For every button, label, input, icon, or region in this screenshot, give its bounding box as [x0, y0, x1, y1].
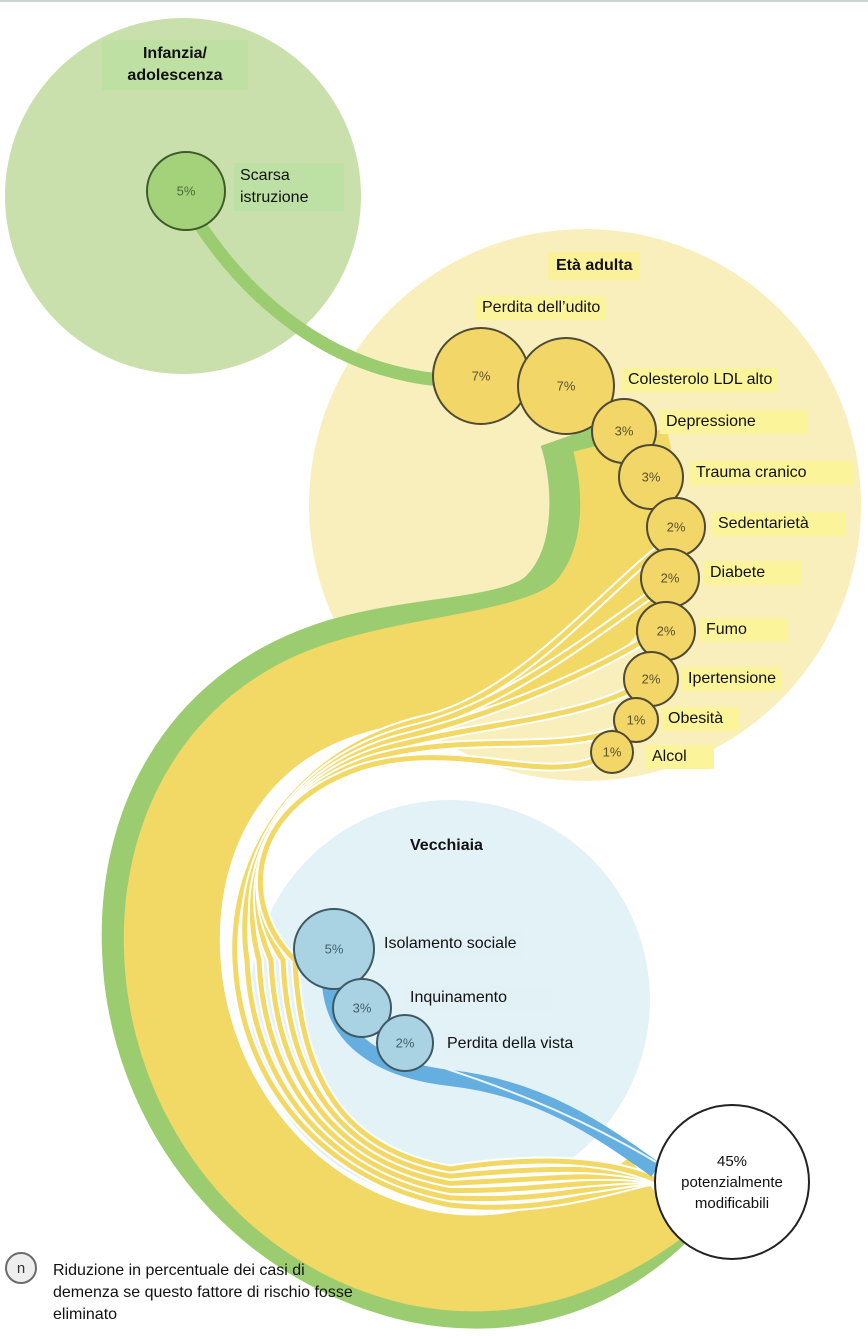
factor-label-obesita: Obesità — [662, 707, 740, 731]
factor-label-perdita-vista: Perdita della vista — [441, 1032, 580, 1056]
childhood-stage-title: Infanzia/ adolescenza — [102, 40, 248, 90]
factor-bubble-trauma-cranico — [618, 444, 684, 510]
factor-percent-fumo: 2% — [656, 623, 676, 639]
flow-band-old-age-split — [419, 1059, 657, 1163]
flow-bands — [101, 218, 690, 1329]
factor-percent-trauma-cranico: 3% — [641, 469, 661, 485]
factor-percent-isolamento-sociale: 5% — [324, 941, 344, 957]
factor-percent-depressione: 3% — [614, 423, 634, 439]
flow-band-childhood — [193, 218, 447, 387]
factor-label-inquinamento: Inquinamento — [404, 986, 552, 1010]
factor-bubble-alcol — [590, 730, 634, 774]
factor-label-diabete: Diabete — [704, 561, 802, 585]
total-modifiable-circle: 45% potenzialmente modificabili — [654, 1104, 810, 1260]
factor-bubbles — [146, 151, 706, 1072]
adult-stage-title: Età adulta — [548, 252, 641, 280]
factor-label-line1: Scarsa — [240, 167, 290, 184]
factor-label-trauma-cranico: Trauma cranico — [690, 461, 854, 485]
factor-percent-perdita-della-vista: 2% — [395, 1035, 415, 1051]
childhood-title-line2: adolescenza — [127, 67, 223, 84]
old-age-stage-title: Vecchiaia — [410, 837, 483, 854]
legend-text: Riduzione in percentuale dei casi di dem… — [53, 1262, 353, 1323]
childhood-title-line1: Infanzia/ — [142, 45, 207, 62]
factor-label-alcol: Alcol — [646, 745, 714, 769]
flow-strand-adult — [257, 717, 657, 1183]
factor-label-scarsa-istruzione: Scarsa istruzione — [234, 163, 344, 211]
factor-label-sedentarieta: Sedentarietà — [712, 512, 846, 536]
factor-label-depressione: Depressione — [660, 410, 808, 434]
factor-percent-inquinamento: 3% — [352, 1000, 372, 1016]
total-label-line2: potenzialmente — [681, 1173, 783, 1191]
flow-strand-adult — [255, 677, 657, 1186]
factor-label-colesterolo-ldl: Colesterolo LDL alto — [622, 368, 779, 392]
factor-bubble-inquinamento — [332, 978, 392, 1038]
legend: n Riduzione in percentuale dei casi di d… — [5, 1252, 365, 1332]
factor-bubble-scarsa-istruzione — [146, 151, 226, 231]
factor-bubble-isolamento-sociale — [293, 908, 375, 990]
flow-strand-adult — [249, 627, 662, 1194]
factor-bubble-perdita-della-vista — [376, 1014, 434, 1072]
flow-strand-adult — [242, 582, 667, 1202]
factor-percent-alcol: 1% — [602, 744, 622, 760]
factor-label-fumo: Fumo — [700, 618, 788, 642]
factor-percent-sedentarieta: 2% — [666, 519, 686, 535]
factor-label-isolamento-sociale: Isolamento sociale — [378, 932, 523, 956]
factor-percent-obesita: 1% — [626, 712, 646, 728]
factor-percent-diabete: 2% — [660, 570, 680, 586]
flow-strand-adult — [232, 537, 674, 1210]
factor-label-ipertensione: Ipertensione — [682, 667, 783, 691]
factor-bubble-colesterolo-ldl-alto — [517, 337, 615, 435]
top-border — [0, 0, 868, 2]
factor-percent-perdita-dell-udito: 7% — [471, 368, 491, 384]
factor-label-perdita-udito: Perdita dell’udito — [476, 296, 607, 320]
factor-percent-scarsa-istruzione: 5% — [176, 183, 196, 199]
total-label-line3: modificabili — [694, 1194, 770, 1212]
legend-bubble-icon: n — [5, 1252, 37, 1284]
factor-bubble-obesita — [613, 697, 659, 743]
factor-percent-colesterolo-ldl-alto: 7% — [556, 378, 576, 394]
total-value: 45% — [716, 1152, 748, 1170]
factor-percent-ipertensione: 2% — [641, 671, 661, 687]
factor-label-line2: istruzione — [240, 189, 309, 206]
